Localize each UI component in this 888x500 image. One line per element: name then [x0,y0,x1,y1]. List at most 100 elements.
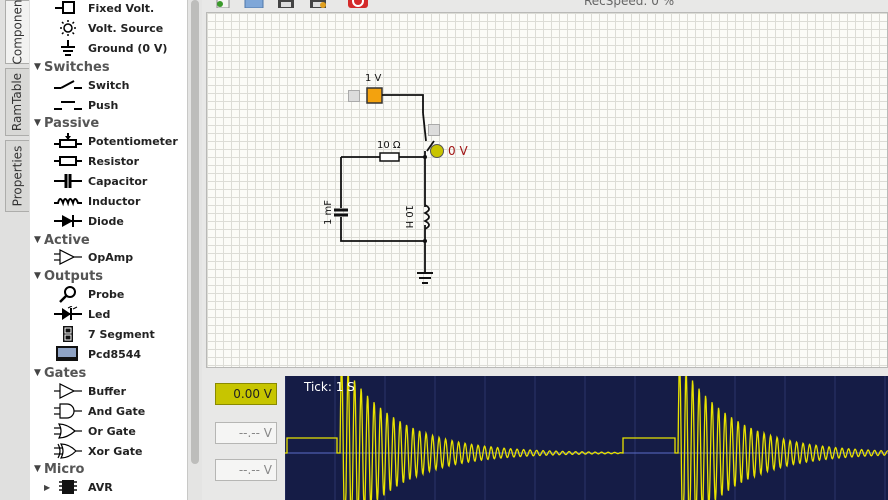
switch-checkbox[interactable] [428,124,440,136]
diode-icon [50,212,86,230]
inductor[interactable] [422,204,430,230]
component-inductor[interactable]: Inductor [50,191,185,211]
component-avr[interactable]: ▶ AVR [44,477,185,497]
component-opamp[interactable]: OpAmp [50,247,185,267]
collapse-arrow-icon: ▼ [34,235,41,245]
component-pcd8544[interactable]: Pcd8544 [50,344,185,364]
component-capacitor[interactable]: Capacitor [50,171,185,191]
component-fixed-volt[interactable]: Fixed Volt. [50,0,185,18]
component-resistor[interactable]: Resistor [50,151,185,171]
opamp-icon [50,248,86,266]
component-label: Resistor [88,154,140,168]
component-buffer[interactable]: Buffer [50,381,185,401]
resistor[interactable] [379,152,400,162]
component-potentiometer[interactable]: Potentiometer [50,131,185,151]
or-gate-icon [50,422,86,440]
capacitor[interactable] [334,208,348,217]
voltage-trace [285,376,888,500]
switch-icon [50,76,86,94]
potentiometer-icon [50,132,86,150]
collapse-arrow-icon: ▼ [34,118,41,128]
component-xor-gate[interactable]: Xor Gate [50,441,185,461]
component-label: 7 Segment [88,327,155,341]
new-icon[interactable] [214,0,234,8]
category-label: Passive [44,115,100,131]
tab-components[interactable]: Componen [5,0,29,64]
component-diode[interactable]: Diode [50,211,185,231]
oscilloscope-plot: Tick: 1 S [285,376,888,500]
open-icon[interactable] [244,0,264,8]
component-label: Potentiometer [88,134,178,148]
meter-value-2[interactable]: --.-- V [215,422,277,444]
component-probe[interactable]: Probe [50,284,185,304]
probe[interactable] [430,144,444,158]
ground-symbol[interactable] [417,272,433,284]
circuit-canvas[interactable]: 1 V 10 Ω 1 mF [206,12,888,368]
oscilloscope-trace [285,376,888,500]
component-label: Ground (0 V) [88,41,168,55]
capacitor-icon [50,172,86,190]
category-label: Gates [44,365,87,381]
collapse-arrow-icon: ▼ [34,271,41,281]
component-label: Buffer [88,384,127,398]
seven-segment-icon [50,325,86,343]
component-label: Probe [88,287,125,301]
probe-value: 0 V [448,144,468,158]
meter-value-1[interactable]: 0.00 V [215,383,277,405]
category-outputs[interactable]: ▼Outputs [34,267,103,285]
toolbar: RecSpeed: 0 % [202,0,888,12]
component-panel-scrollbar[interactable] [187,0,202,500]
scrollbar-thumb[interactable] [191,0,199,464]
fixed-volt-checkbox[interactable] [348,90,360,102]
component-label: Switch [88,78,130,92]
component-led[interactable]: Led [50,304,185,324]
category-passive[interactable]: ▼Passive [34,114,99,132]
power-icon[interactable] [348,0,368,8]
category-gates[interactable]: ▼Gates [34,364,86,382]
switch-blade [422,112,427,142]
tick-label: Tick: 1 S [304,380,355,394]
component-label: AVR [88,480,113,494]
tab-properties[interactable]: Properties [5,140,29,212]
component-switch[interactable]: Switch [50,75,185,95]
resistor-icon [50,152,86,170]
resistor-value: 10 Ω [377,140,401,151]
component-label: Xor Gate [88,444,143,458]
collapse-arrow-icon: ▼ [34,62,41,72]
probe-icon [50,285,86,303]
component-push[interactable]: Push [50,95,185,115]
component-label: OpAmp [88,250,134,264]
tab-ramtable[interactable]: RamTable [5,68,29,136]
component-volt-source[interactable]: Volt. Source [50,18,185,38]
category-label: Outputs [44,268,104,284]
inductor-icon [50,192,86,210]
category-micro[interactable]: ▼Micro [34,460,84,478]
component-or-gate[interactable]: Or Gate [50,421,185,441]
capacitor-value: 1 mF [323,200,334,225]
inductor-value: 10 H [403,205,414,228]
meter-value-3[interactable]: --.-- V [215,459,277,481]
component-and-gate[interactable]: And Gate [50,401,185,421]
rec-speed-label: RecSpeed: 0 % [584,0,675,8]
component-label: Fixed Volt. [88,1,155,15]
push-icon [50,96,86,114]
category-label: Switches [44,59,110,75]
avr-chip-icon [50,478,86,496]
fixed-volt-source[interactable] [366,87,383,104]
buffer-icon [50,382,86,400]
component-ground[interactable]: Ground (0 V) [50,38,185,58]
collapse-arrow-icon: ▼ [34,368,41,378]
save-as-icon[interactable] [308,0,328,8]
component-7-segment[interactable]: 7 Segment [50,324,185,344]
expand-arrow-icon: ▶ [44,482,51,492]
xor-gate-icon [50,442,86,460]
probe-meter-panel: 0.00 V --.-- V --.-- V [208,376,284,500]
pcd8544-icon [50,345,86,363]
component-label: Capacitor [88,174,148,188]
component-label: Push [88,98,119,112]
category-label: Active [44,232,90,248]
category-label: Micro [44,461,85,477]
category-switches[interactable]: ▼Switches [34,58,110,76]
category-active[interactable]: ▼Active [34,231,90,249]
save-icon[interactable] [276,0,296,8]
